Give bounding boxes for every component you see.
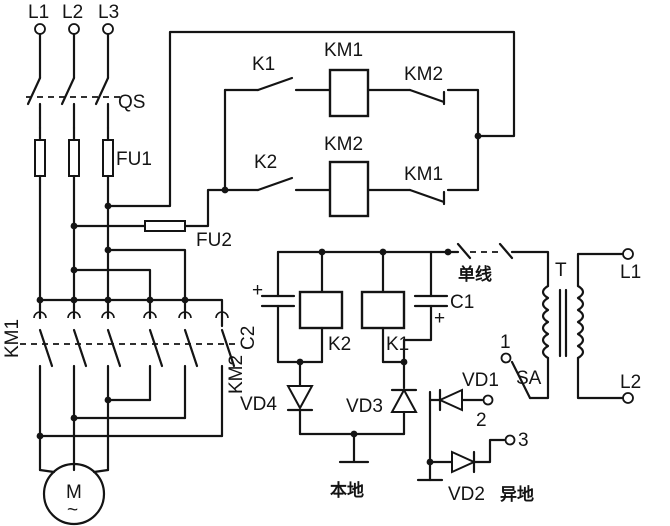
single-line-break-2 — [498, 242, 514, 260]
capacitor-c1 — [402, 294, 449, 364]
km1-interlock-contact — [408, 188, 446, 206]
label-vd4: VD4 — [240, 394, 277, 415]
label-fu2: FU2 — [196, 230, 232, 251]
label-l2-right: L2 — [620, 372, 641, 393]
label-local: 本地 — [330, 480, 364, 501]
sa-terminal-1 — [500, 352, 512, 364]
diode-vd2 — [451, 450, 477, 474]
sa-selector — [510, 360, 532, 400]
k1-relay-coil — [360, 290, 406, 330]
label-l1-top: L1 — [28, 2, 49, 23]
motor-tilde: ~ — [67, 500, 78, 521]
terminal-3 — [504, 434, 516, 446]
label-l1-right: L1 — [620, 262, 641, 283]
diode-vd3 — [390, 387, 418, 413]
label-sa-pos1: 1 — [500, 332, 511, 353]
terminal-l2-right — [622, 392, 634, 404]
km1-main-contacts — [38, 328, 122, 368]
label-c1: C1 — [450, 292, 474, 313]
label-km2-coil: KM2 — [324, 134, 363, 155]
terminal-l2 — [68, 23, 80, 35]
transformer-t — [541, 252, 624, 400]
label-km1-coil: KM1 — [324, 40, 363, 61]
capacitor-c2 — [260, 294, 296, 364]
label-km2-main: KM2 — [226, 355, 247, 394]
terminal-l3 — [102, 23, 114, 35]
diode-vd4 — [286, 385, 314, 411]
k2-relay-coil — [298, 290, 344, 330]
qs-switch — [26, 76, 120, 130]
label-vd3: VD3 — [346, 396, 383, 417]
km2-coil — [328, 160, 370, 218]
terminal-l1-right — [622, 248, 634, 260]
label-k2: K2 — [254, 152, 277, 173]
km2-interlock-contact — [408, 88, 446, 106]
label-vd1: VD1 — [462, 370, 499, 391]
label-sa-pos3: 3 — [518, 430, 529, 451]
terminal-2 — [482, 394, 494, 406]
label-transformer: T — [555, 260, 567, 281]
label-l2-top: L2 — [62, 2, 83, 23]
terminal-l1 — [34, 23, 46, 35]
label-sa: SA — [516, 368, 542, 389]
diode-vd1 — [437, 388, 463, 412]
motor-label: M — [66, 482, 82, 503]
km1-coil — [328, 68, 370, 118]
label-km1-main: KM1 — [2, 319, 23, 358]
k1-contact — [256, 76, 294, 92]
label-vd2: VD2 — [448, 484, 485, 505]
single-line-break-1 — [456, 242, 472, 260]
label-sa-pos2: 2 — [476, 410, 487, 431]
label-l3-top: L3 — [98, 2, 119, 23]
motor — [42, 462, 106, 526]
k2-contact — [256, 176, 294, 192]
fu1-fuses — [34, 126, 114, 302]
km2-main-contacts — [148, 328, 236, 368]
label-k2-relay: K2 — [328, 334, 351, 355]
c1-plus: + — [434, 308, 445, 329]
label-km2-interlock: KM2 — [404, 64, 443, 85]
fu2-fuse — [144, 220, 186, 232]
label-k1: K1 — [252, 54, 275, 75]
label-remote: 异地 — [500, 484, 534, 505]
label-km1-interlock: KM1 — [404, 164, 443, 185]
label-c2: C2 — [238, 326, 259, 350]
contact-hooks — [33, 311, 229, 319]
label-qs: QS — [118, 92, 145, 113]
label-k1-relay: K1 — [386, 334, 409, 355]
supply-terminals — [34, 23, 114, 35]
c2-plus: + — [252, 280, 263, 301]
label-single-line: 单线 — [458, 264, 492, 285]
label-fu1: FU1 — [116, 149, 152, 170]
